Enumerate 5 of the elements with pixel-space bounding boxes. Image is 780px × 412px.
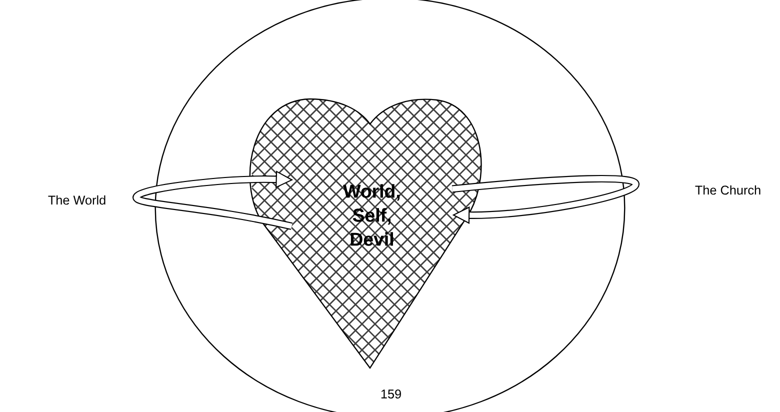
ribbon-arrow <box>452 174 639 224</box>
circle-outline <box>154 0 626 412</box>
text-label: The World <box>48 195 106 205</box>
text-label: 159 <box>381 390 401 398</box>
text-label: The Church <box>695 185 760 195</box>
